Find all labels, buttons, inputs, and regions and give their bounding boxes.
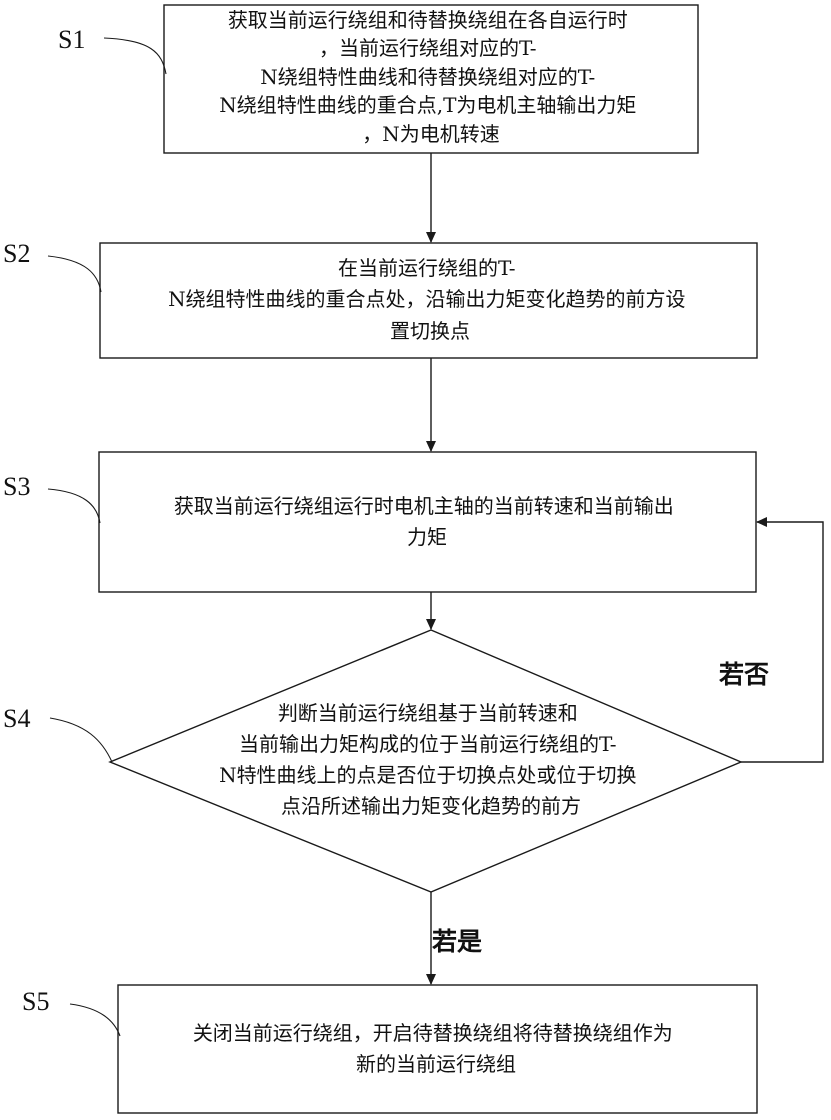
step-s5-label: S5	[22, 987, 49, 1016]
step-s2-label: S2	[3, 239, 30, 268]
branch-no-label: 若否	[718, 660, 769, 689]
step-s1-label: S1	[58, 25, 85, 54]
step-s3-leader	[48, 489, 100, 523]
step-s5-box	[118, 985, 757, 1113]
step-s5-leader	[70, 1004, 120, 1036]
step-s2-leader	[48, 256, 101, 292]
branch-yes-label: 若是	[431, 927, 482, 956]
step-s3-label: S3	[3, 472, 30, 501]
step-s3-box	[99, 452, 756, 592]
step-s4-diamond	[110, 630, 741, 892]
step-s4-label: S4	[3, 704, 30, 733]
step-s1-leader	[104, 38, 166, 74]
step-s4-leader	[50, 718, 112, 762]
